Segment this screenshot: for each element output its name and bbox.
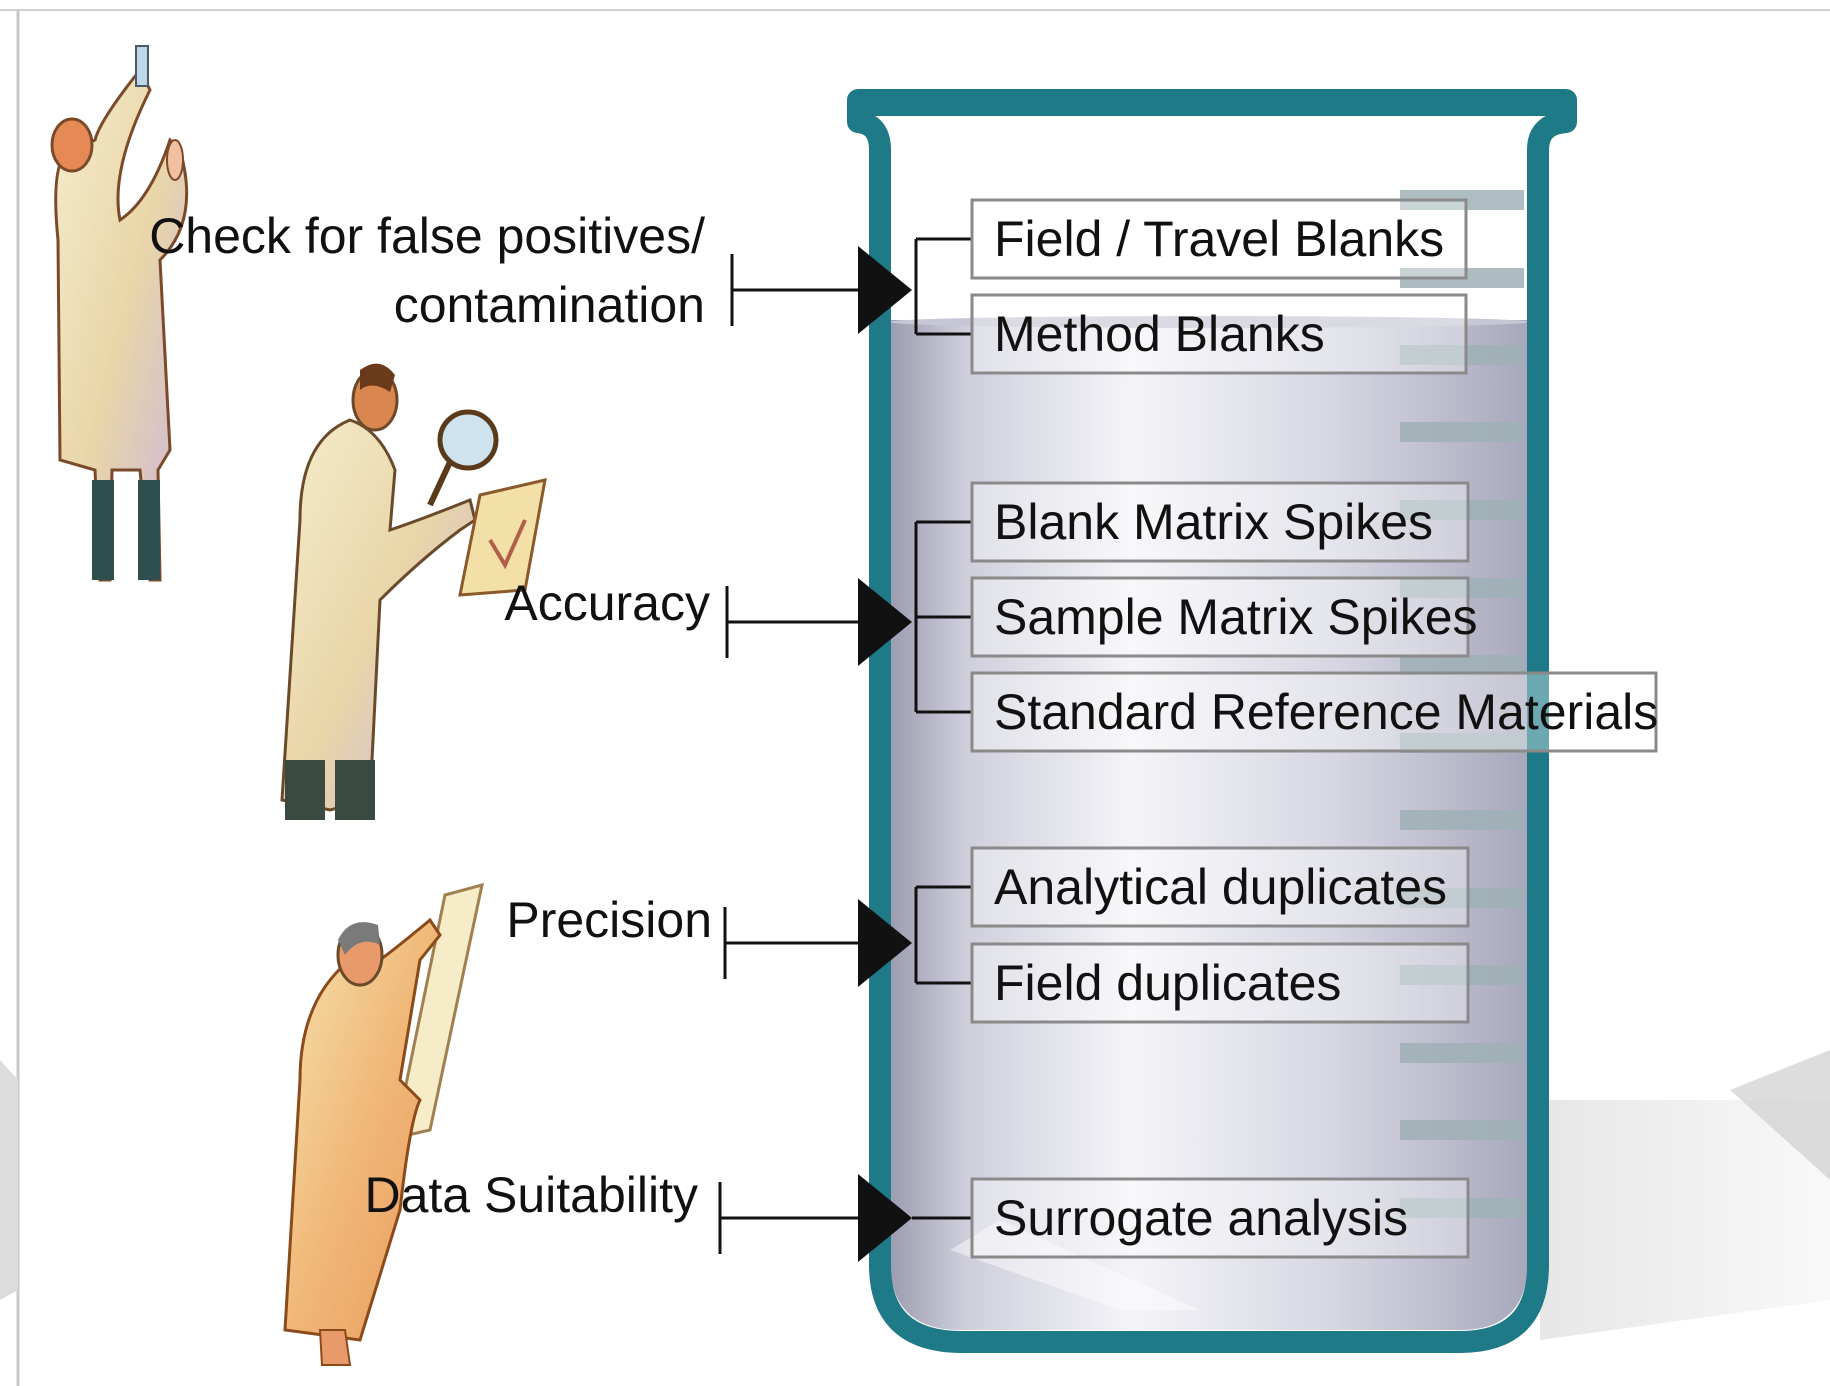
beaker-reflection: [950, 1220, 1200, 1310]
beaker-shadow-edge: [1730, 1050, 1830, 1180]
item-label: Surrogate analysis: [994, 1190, 1408, 1246]
item-box: [970, 942, 1470, 1024]
item-label: Standard Reference Materials: [994, 684, 1658, 740]
connectors-layer: [718, 237, 972, 1262]
item-label: Analytical duplicates: [994, 859, 1447, 915]
frame-left-shadow: [0, 1060, 18, 1300]
item-label: Sample Matrix Spikes: [994, 589, 1478, 645]
category-label-line: Data Suitability: [365, 1167, 699, 1223]
item-box: [970, 671, 1658, 753]
item-box: [970, 481, 1470, 563]
arrow-head-icon: [858, 1174, 912, 1262]
category-label-line: Accuracy: [504, 575, 710, 631]
item-label: Field / Travel Blanks: [994, 211, 1444, 267]
item-label: Field duplicates: [994, 955, 1341, 1011]
arrow-head-icon: [858, 899, 912, 987]
item-label: Method Blanks: [994, 306, 1325, 362]
item-label: Blank Matrix Spikes: [994, 494, 1433, 550]
item-box: [970, 576, 1470, 658]
beaker-wall: [847, 89, 1577, 1353]
item-box: [970, 198, 1468, 280]
category-labels-layer: Check for false positives/contaminationA…: [149, 208, 712, 1223]
item-box: [970, 846, 1470, 928]
arrow-head-icon: [858, 578, 912, 666]
scientist-with-ruler-figure: [283, 882, 484, 1366]
arrow-head-icon: [858, 246, 912, 334]
item-box: [970, 293, 1468, 375]
item-box: [970, 1177, 1470, 1259]
beaker-shadow: [1540, 1100, 1830, 1340]
scientist-with-test-tube-figure: [50, 45, 189, 582]
scientist-with-magnifier-figure: [280, 363, 547, 820]
category-label-line: Precision: [506, 892, 712, 948]
liquid-surface: [889, 316, 1529, 328]
category-label-line: contamination: [394, 277, 705, 333]
beaker-rim: [855, 94, 1568, 116]
category-label-line: Check for false positives/: [149, 208, 705, 264]
beaker-liquid: [890, 320, 1528, 1330]
